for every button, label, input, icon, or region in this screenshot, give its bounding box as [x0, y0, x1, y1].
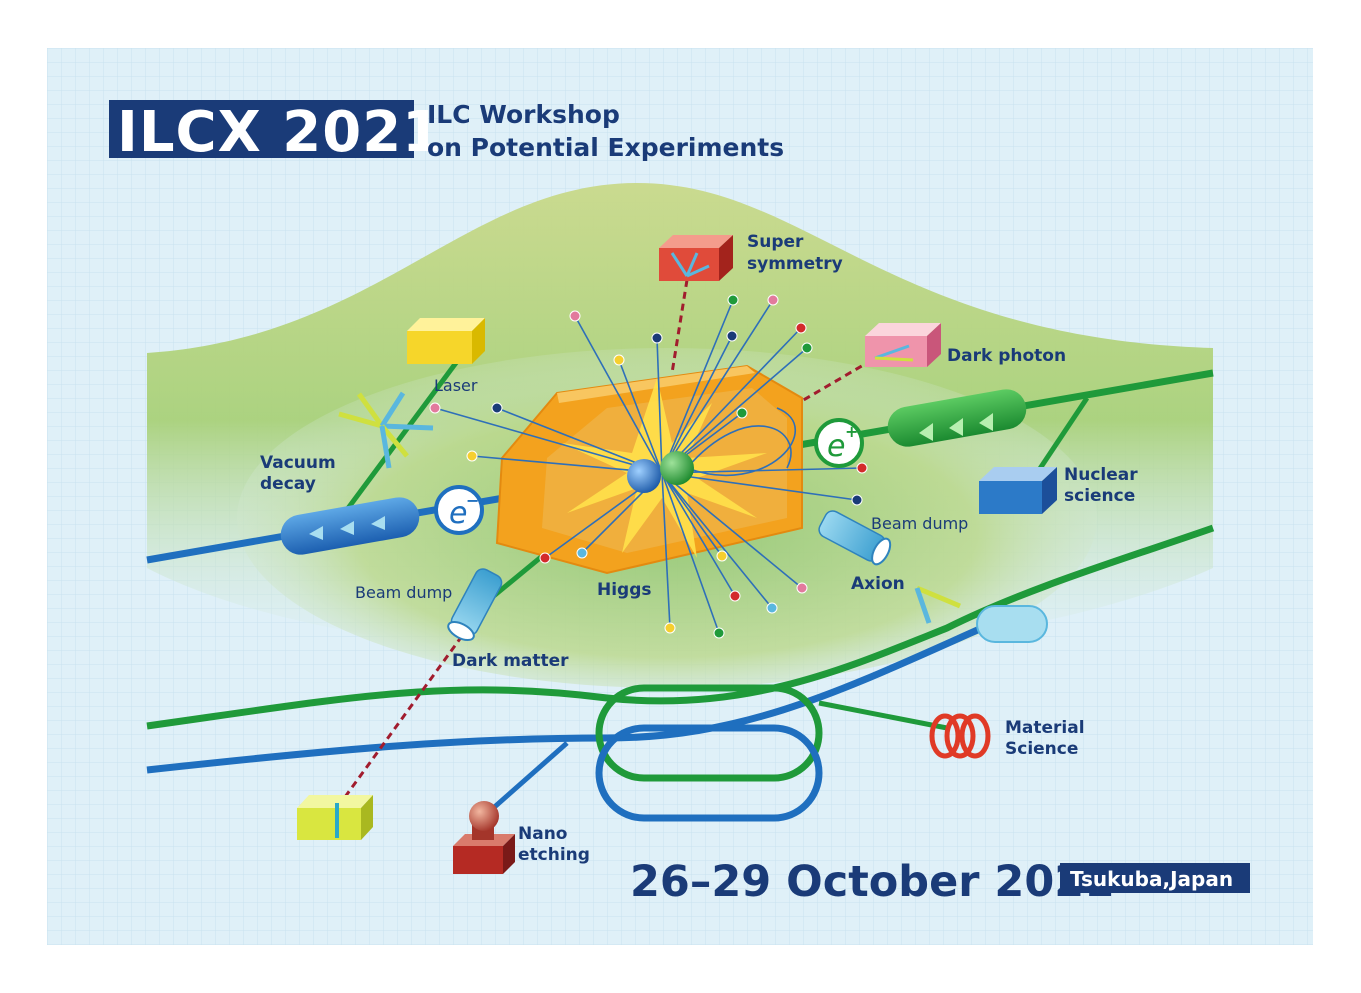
susy-signal-line: [670, 279, 689, 374]
svg-text:−: −: [466, 491, 479, 510]
nano-branch: [480, 741, 569, 820]
poster-illustration: e − e +: [47, 48, 1313, 945]
event-dates: 26–29 October 2021: [630, 857, 1114, 907]
logo-text: ILCX 2021: [117, 100, 442, 165]
electron-bunch: [627, 459, 661, 493]
label-nuclear-science-2: science: [1064, 486, 1135, 506]
laser-box: [407, 318, 485, 364]
label-laser: Laser: [434, 376, 478, 395]
vacuum-decay-burst: [338, 391, 434, 469]
blue-accelerator-line: [146, 624, 984, 774]
label-material-science-1: Material: [1005, 718, 1085, 738]
nuclear-science-box: [979, 467, 1057, 514]
label-super-symmetry-1: Super: [747, 232, 804, 252]
green-ring: [595, 684, 823, 782]
label-higgs: Higgs: [597, 580, 652, 600]
positron-linac: [887, 389, 1027, 447]
label-super-symmetry-2: symmetry: [747, 254, 843, 274]
particle-tracks: [434, 299, 863, 634]
subtitle-line1: ILC Workshop: [427, 100, 620, 129]
label-material-science-2: Science: [1005, 739, 1078, 759]
green-accelerator-line: [146, 524, 1215, 730]
svg-text:+: +: [845, 422, 858, 441]
label-nuclear-science-1: Nuclear: [1064, 465, 1138, 485]
label-axion: Axion: [851, 574, 905, 594]
label-nano-etching-2: etching: [518, 845, 590, 865]
subtitle-line2: on Potential Experiments: [427, 133, 784, 162]
label-dark-matter: Dark matter: [452, 651, 569, 671]
label-dark-photon: Dark photon: [947, 346, 1066, 366]
positron-bunch: [660, 451, 694, 485]
electron-linac: [280, 497, 420, 555]
nano-etching-device: [453, 801, 515, 874]
event-location: Tsukuba,Japan: [1070, 867, 1233, 891]
label-vacuum-decay-2: decay: [260, 474, 316, 494]
dark-matter-box: [297, 795, 373, 840]
electron-badge: e −: [434, 485, 484, 535]
workshop-poster: e − e +: [47, 48, 1313, 945]
blue-ring: [595, 724, 823, 822]
beam-dump-right: [818, 510, 892, 566]
svg-text:e: e: [449, 496, 467, 531]
beam-dump-left: [447, 568, 503, 642]
svg-text:e: e: [827, 429, 845, 464]
label-nano-etching-1: Nano: [518, 824, 567, 844]
dark-photon-box: [865, 323, 941, 367]
storage-ring-device: [976, 605, 1048, 643]
material-branch: [818, 700, 948, 731]
label-beam-dump-left: Beam dump: [355, 583, 452, 602]
ilcx-logo: ILCX 2021: [109, 100, 442, 165]
location-badge: [1060, 863, 1250, 893]
positron-badge: e +: [814, 418, 864, 468]
particle-dots: [429, 294, 868, 639]
material-science-coil: [929, 713, 991, 759]
axion-burst: [914, 585, 961, 624]
super-symmetry-box: [659, 235, 733, 281]
label-beam-dump-right: Beam dump: [871, 514, 968, 533]
label-vacuum-decay-1: Vacuum: [260, 453, 336, 473]
